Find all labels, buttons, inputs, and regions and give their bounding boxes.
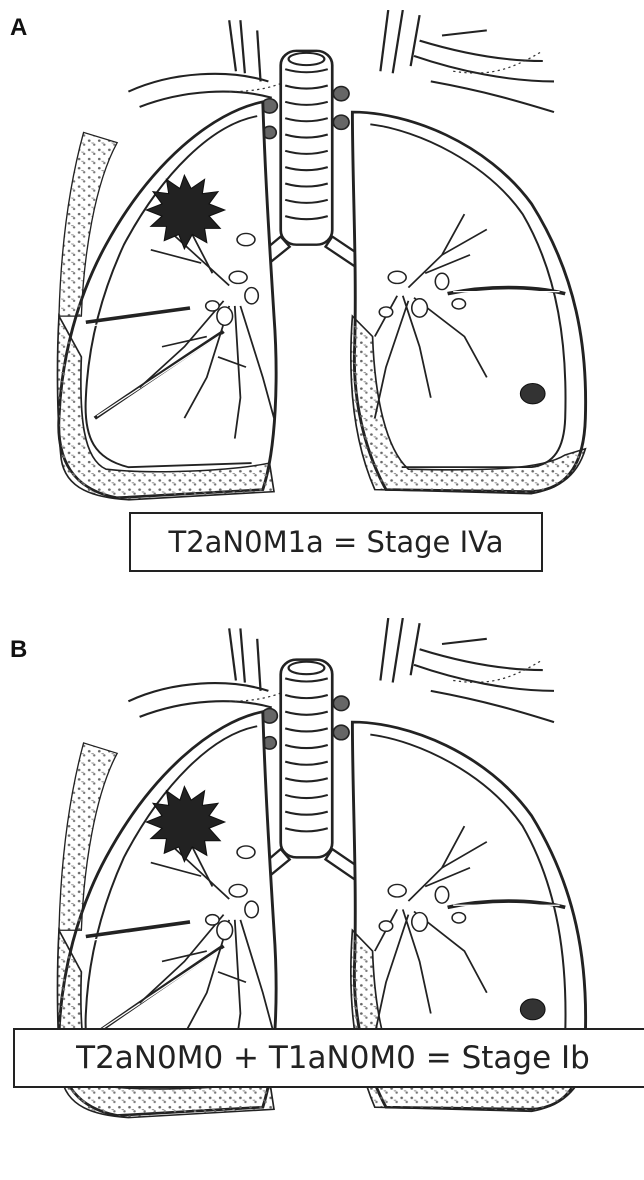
panel-a: A T2aN0M1a = Stage IVa xyxy=(0,0,644,600)
lung-illustration xyxy=(57,10,585,500)
panel-b: B T2aN0M0 + T1aN0M0 = Stage Ib xyxy=(0,600,644,1180)
stage-caption: T2aN0M0 + T1aN0M0 = Stage Ib xyxy=(13,1028,644,1088)
lung-diagram xyxy=(50,10,610,510)
panel-label: B xyxy=(10,636,27,664)
panel-label: A xyxy=(10,14,27,42)
stage-caption: T2aN0M1a = Stage IVa xyxy=(129,512,543,572)
